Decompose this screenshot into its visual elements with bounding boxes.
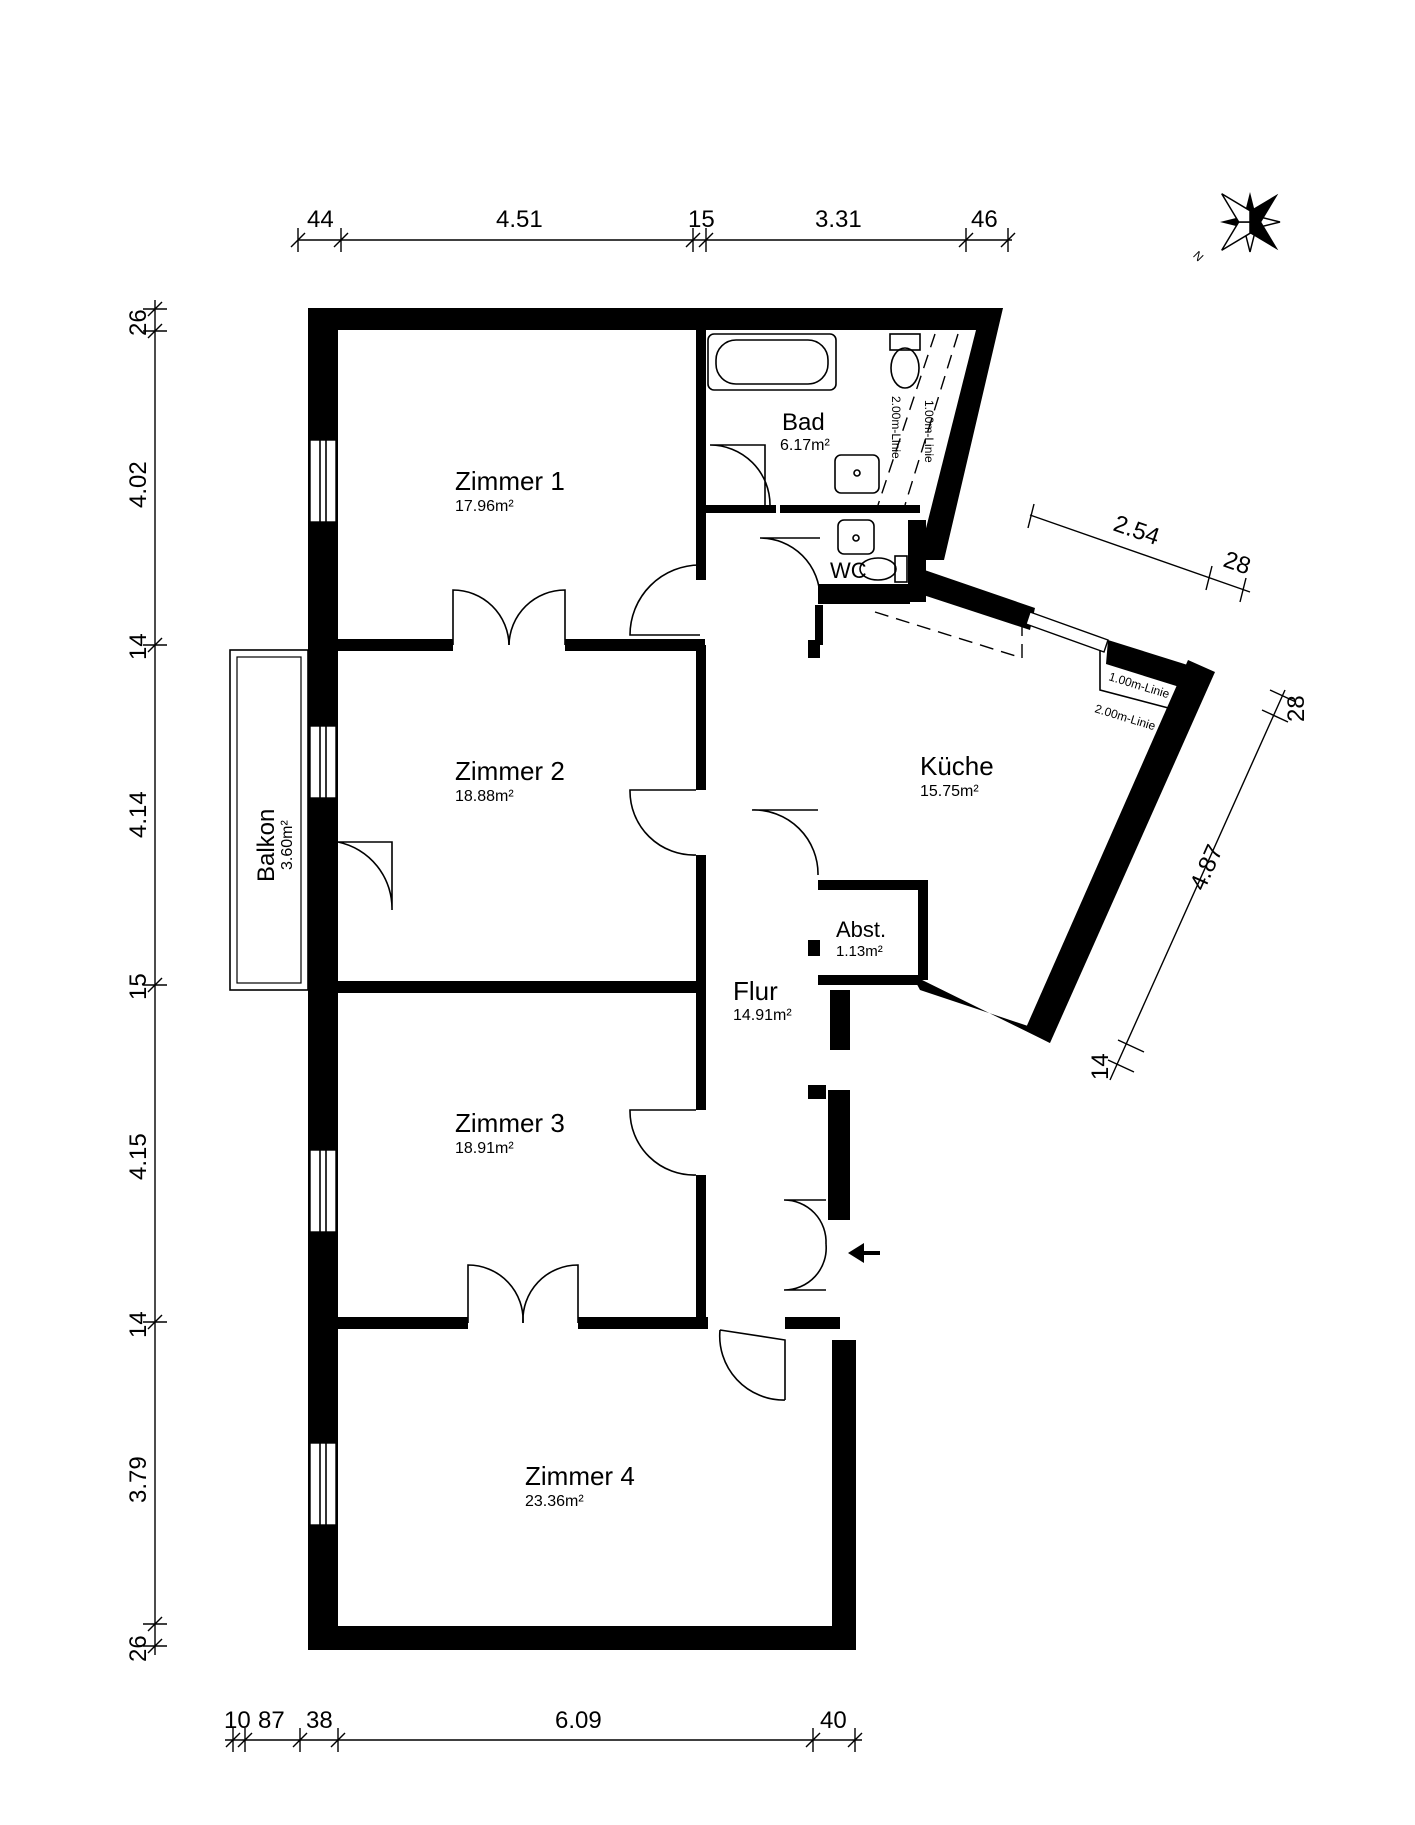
room-area: 18.91m² [455,1140,514,1157]
dim-left-7: 14 [125,1311,152,1338]
dim-bottom-4: 6.09 [555,1707,602,1734]
room-name: Zimmer 3 [455,1108,565,1138]
dim-bottom-1: 10 [224,1707,251,1734]
room-area: 6.17m² [780,437,830,454]
room-name: Zimmer 4 [525,1461,635,1491]
dimension-kitchen-top: 2.54 28 [1027,503,1254,603]
dim-left-5: 15 [125,973,152,1000]
room-abst: Abst. 1.13m² [836,917,886,960]
room-name: Abst. [836,917,886,942]
dim-left-3: 14 [125,633,152,660]
room-zimmer-2: Zimmer 2 18.88m² [455,756,565,805]
room-name: Balkon [253,809,280,882]
toilet-icon [889,333,921,389]
room-area: 23.36m² [525,1493,584,1510]
room-area: 18.88m² [455,788,514,805]
dim-bottom-5: 40 [820,1707,847,1734]
dim-left-4: 4.14 [125,791,152,838]
kueche-height-line-2m: 2.00m-Linie [1093,701,1157,733]
sink-icon [834,454,880,494]
room-name: Flur [733,976,778,1006]
room-area: 14.91m² [733,1007,792,1024]
dim-kitchen-top-1: 2.54 [1110,510,1163,551]
dim-kitchen-right-2: 4.87 [1185,841,1229,895]
room-name: WC [830,558,867,583]
dim-top-4: 3.31 [815,206,862,233]
room-name: Zimmer 1 [455,466,565,496]
dim-left-9: 26 [125,1635,152,1662]
dim-left-2: 4.02 [125,461,152,508]
room-zimmer-1: Zimmer 1 17.96m² [455,466,565,515]
dim-kitchen-top-2: 28 [1220,546,1254,580]
dim-left-8: 3.79 [125,1456,152,1503]
room-zimmer-4: Zimmer 4 23.36m² [525,1461,635,1510]
dimension-left: 26 4.02 14 4.14 15 4.15 14 3.79 26 [125,300,167,1662]
room-area: 1.13m² [836,943,883,960]
dim-left-6: 4.15 [125,1133,152,1180]
dim-kitchen-right-1: 28 [1283,695,1310,722]
room-kueche: Küche 15.75m² [920,751,994,800]
dimension-top: 44 4.51 15 3.31 46 [290,206,1016,252]
room-area: 17.96m² [455,498,514,515]
compass-icon [1220,192,1281,253]
height-lines [874,333,1196,716]
room-name: Bad [782,409,825,436]
room-balkon: Balkon 3.60m² [253,809,296,882]
dim-kitchen-right-3: 14 [1087,1053,1114,1080]
windows [309,439,1109,1526]
room-area: 3.60m² [279,820,296,870]
bad-height-line-2m: 2.00m-Linie [889,396,903,459]
room-wc: WC 1.05m² [828,558,875,600]
room-bad: Bad 6.17m² [780,409,830,454]
room-area: 1.05m² [828,583,875,600]
dim-bottom-2: 87 [258,1707,285,1734]
room-name: Zimmer 2 [455,756,565,786]
room-zimmer-3: Zimmer 3 18.91m² [455,1108,565,1157]
dimension-bottom: 10 87 38 6.09 40 [224,1707,863,1752]
wc-sink-icon [837,519,875,555]
entrance-arrow-icon [848,1243,880,1263]
wc-toilet-icon [859,555,908,583]
dim-left-1: 26 [125,309,152,336]
room-name: Küche [920,751,994,781]
room-flur: Flur 14.91m² [733,976,792,1024]
bathtub-icon [707,333,837,391]
bad-height-line-1m: 1.00m-Linie [922,400,936,463]
compass-north-label: N [1190,248,1206,264]
dimension-kitchen-right: 28 4.87 14 [1087,689,1310,1081]
dim-top-5: 46 [971,206,998,233]
dim-top-2: 4.51 [496,206,543,233]
dim-top-3: 15 [688,206,715,233]
dim-top-1: 44 [307,206,334,233]
room-area: 15.75m² [920,783,979,800]
doors [337,444,880,1401]
dim-bottom-3: 38 [306,1707,333,1734]
walls [308,308,1215,1650]
